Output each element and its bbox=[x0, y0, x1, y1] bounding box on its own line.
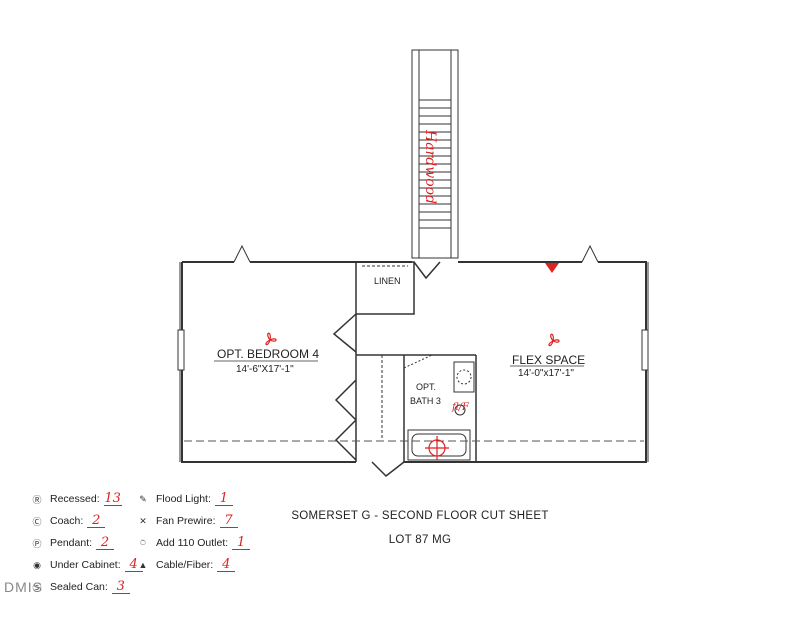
recessed-icon: Ⓡ bbox=[32, 494, 42, 505]
outlet-icon: ⍥ bbox=[140, 537, 146, 548]
legend-count: 1 bbox=[214, 492, 233, 506]
stair-hardwood-note: Hardwood bbox=[422, 129, 438, 204]
legend-count: 13 bbox=[103, 491, 122, 506]
legend-label: Pendant: bbox=[50, 537, 93, 549]
cable-fiber-icon: ▲ bbox=[138, 560, 148, 570]
cable-fiber-marker bbox=[545, 263, 559, 273]
legend-sealed-can: Ⓢ Sealed Can: 3 bbox=[30, 578, 130, 596]
bath-markup-note: fl/F bbox=[451, 402, 470, 413]
legend-label: Sealed Can: bbox=[50, 581, 108, 593]
windows bbox=[177, 329, 649, 371]
legend-recessed: Ⓡ Recessed: 13 bbox=[30, 490, 122, 508]
flex-label: FLEX SPACE bbox=[512, 353, 585, 367]
interior-walls bbox=[332, 261, 477, 477]
legend-count: 7 bbox=[219, 514, 238, 528]
legend-count: 4 bbox=[124, 558, 143, 572]
legend-label: Add 110 Outlet: bbox=[156, 537, 229, 549]
legend-count: 3 bbox=[111, 580, 130, 594]
legend-pendant: Ⓟ Pendant: 2 bbox=[30, 534, 115, 552]
flood-light-icon: ✎ bbox=[139, 493, 147, 504]
sheet-title: SOMERSET G - SECOND FLOOR CUT SHEET bbox=[291, 510, 549, 522]
linen-closet bbox=[355, 261, 415, 315]
legend-coach: Ⓒ Coach: 2 bbox=[30, 512, 106, 530]
legend-flood-light: ✎ Flood Light: 1 bbox=[136, 490, 233, 508]
fan-prewire-icon bbox=[265, 332, 560, 347]
legend-label: Cable/Fiber: bbox=[156, 559, 214, 571]
bath-label-line2: BATH 3 bbox=[410, 396, 441, 406]
legend-label: Recessed: bbox=[50, 493, 100, 505]
sealed-can-icon: Ⓢ bbox=[32, 582, 42, 593]
bath-fixtures bbox=[403, 354, 475, 461]
legend-count: 4 bbox=[217, 558, 236, 572]
pendant-icon: Ⓟ bbox=[32, 538, 42, 549]
legend-count: 2 bbox=[87, 514, 106, 528]
legend-label: Under Cabinet: bbox=[50, 559, 121, 571]
legend-label: Coach: bbox=[50, 515, 84, 527]
coach-icon: Ⓒ bbox=[32, 516, 42, 527]
fan-prewire-icon: ✕ bbox=[139, 515, 147, 526]
legend-under-cabinet: ◉ Under Cabinet: 4 bbox=[30, 556, 143, 574]
legend-count: 1 bbox=[232, 536, 251, 550]
legend-label: Fan Prewire: bbox=[156, 515, 216, 527]
title-block: SOMERSET G - SECOND FLOOR CUT SHEET LOT … bbox=[240, 510, 600, 546]
flex-dims: 14'-0"x17'-1" bbox=[518, 368, 574, 379]
lot-label: LOT 87 MG bbox=[388, 534, 452, 546]
bath-label-line1: OPT. bbox=[416, 382, 436, 392]
linen-label: LINEN bbox=[374, 276, 401, 286]
bath-fan-icon bbox=[425, 436, 449, 460]
under-cabinet-icon: ◉ bbox=[33, 559, 41, 570]
legend-count: 2 bbox=[96, 536, 115, 550]
bedroom-label: OPT. BEDROOM 4 bbox=[217, 347, 319, 361]
bedroom-dims: 14'-6"X17'-1" bbox=[236, 364, 294, 375]
staircase bbox=[411, 49, 459, 259]
legend-outlet: ⍥ Add 110 Outlet: 1 bbox=[136, 534, 251, 552]
top-doors bbox=[233, 244, 599, 263]
legend-cable-fiber: ▲ Cable/Fiber: 4 bbox=[136, 556, 236, 574]
legend-label: Flood Light: bbox=[156, 493, 211, 505]
legend-fan-prewire: ✕ Fan Prewire: 7 bbox=[136, 512, 238, 530]
watermark: DMIS bbox=[4, 579, 43, 595]
